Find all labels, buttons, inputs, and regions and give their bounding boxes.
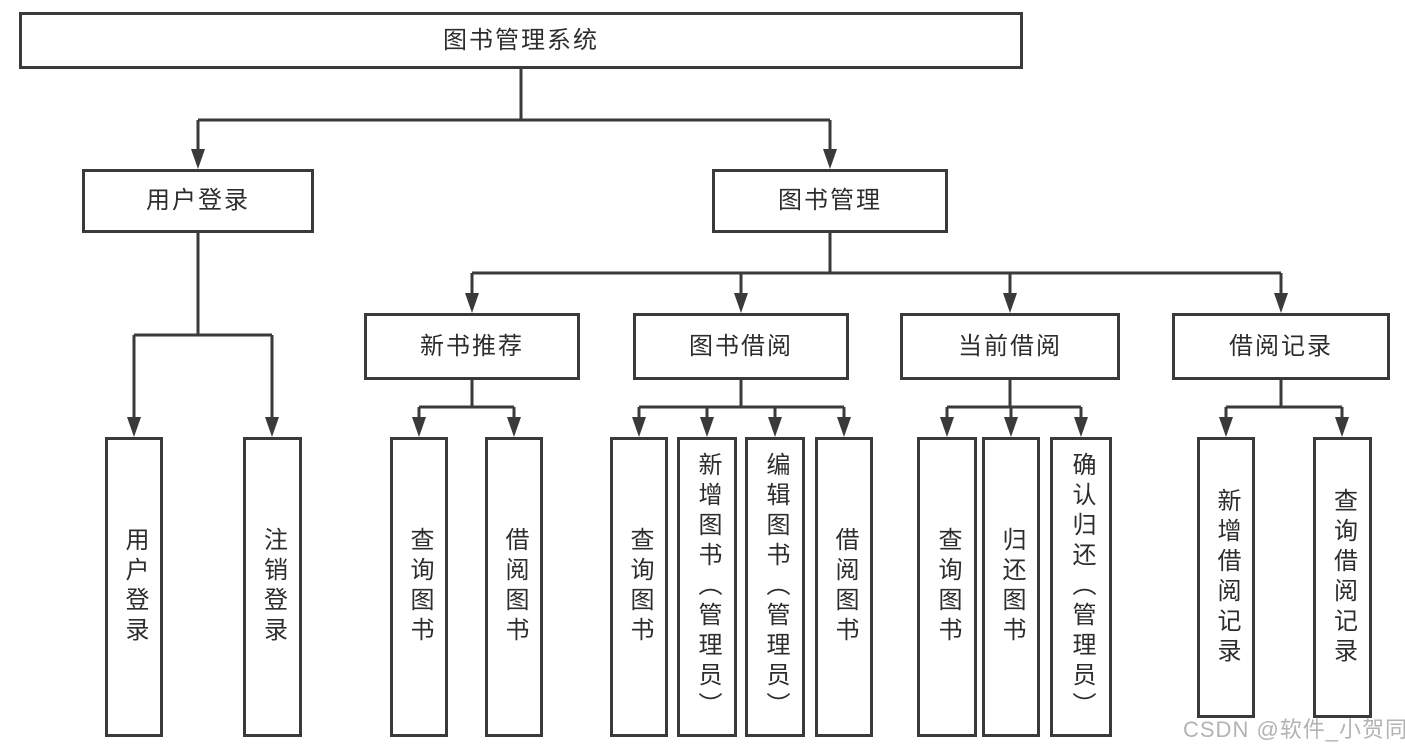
arrowheads bbox=[127, 149, 1349, 437]
leaf-query-books-recommend: 查询图书 bbox=[390, 437, 448, 737]
node-user-login: 用户登录 bbox=[82, 169, 314, 233]
node-book-borrowing: 图书借阅 bbox=[633, 313, 849, 380]
node-label: 用户登录 bbox=[121, 527, 148, 647]
leaf-return-books: 归还图书 bbox=[982, 437, 1040, 737]
node-label: 查询图书 bbox=[934, 527, 961, 647]
leaf-logout: 注销登录 bbox=[243, 437, 302, 737]
leaf-edit-book-admin: 编辑图书（管理员） bbox=[745, 437, 805, 737]
node-label: 新书推荐 bbox=[420, 332, 524, 360]
node-system-root: 图书管理系统 bbox=[19, 12, 1023, 69]
node-label: 查询图书 bbox=[626, 527, 653, 647]
node-label: 确认归还（管理员） bbox=[1068, 452, 1095, 722]
node-label: 借阅图书 bbox=[501, 527, 528, 647]
node-label: 归还图书 bbox=[998, 527, 1025, 647]
watermark: CSDN @软件_小贺同学 bbox=[1183, 717, 1405, 742]
node-label: 新增图书（管理员） bbox=[694, 452, 721, 722]
leaf-add-borrow-record: 新增借阅记录 bbox=[1197, 437, 1255, 718]
node-label: 查询图书 bbox=[406, 527, 433, 647]
node-current-borrowing: 当前借阅 bbox=[900, 313, 1120, 380]
node-label: 图书借阅 bbox=[689, 332, 793, 360]
node-label: 查询借阅记录 bbox=[1329, 487, 1357, 668]
node-borrowing-records: 借阅记录 bbox=[1172, 313, 1390, 380]
leaf-query-books-borrow: 查询图书 bbox=[610, 437, 668, 737]
leaf-query-borrow-record: 查询借阅记录 bbox=[1313, 437, 1372, 718]
leaf-confirm-return-admin: 确认归还（管理员） bbox=[1050, 437, 1112, 737]
node-book-management: 图书管理 bbox=[712, 169, 948, 233]
node-label: 当前借阅 bbox=[958, 332, 1062, 360]
node-label: 新增借阅记录 bbox=[1213, 487, 1240, 668]
node-label: 图书管理 bbox=[778, 187, 882, 214]
node-label: 图书管理系统 bbox=[443, 26, 599, 54]
node-label: 注销登录 bbox=[259, 527, 287, 647]
leaf-add-book-admin: 新增图书（管理员） bbox=[677, 437, 737, 737]
node-label: 借阅图书 bbox=[831, 527, 858, 647]
node-label: 借阅记录 bbox=[1229, 332, 1333, 360]
leaf-query-books-current: 查询图书 bbox=[917, 437, 977, 737]
node-label: 用户登录 bbox=[146, 187, 250, 214]
leaf-borrow-books: 借阅图书 bbox=[815, 437, 873, 737]
node-new-book-recommend: 新书推荐 bbox=[364, 313, 580, 380]
leaf-user-login: 用户登录 bbox=[105, 437, 163, 737]
node-label: 编辑图书（管理员） bbox=[762, 452, 789, 722]
leaf-borrow-books-recommend: 借阅图书 bbox=[485, 437, 543, 737]
